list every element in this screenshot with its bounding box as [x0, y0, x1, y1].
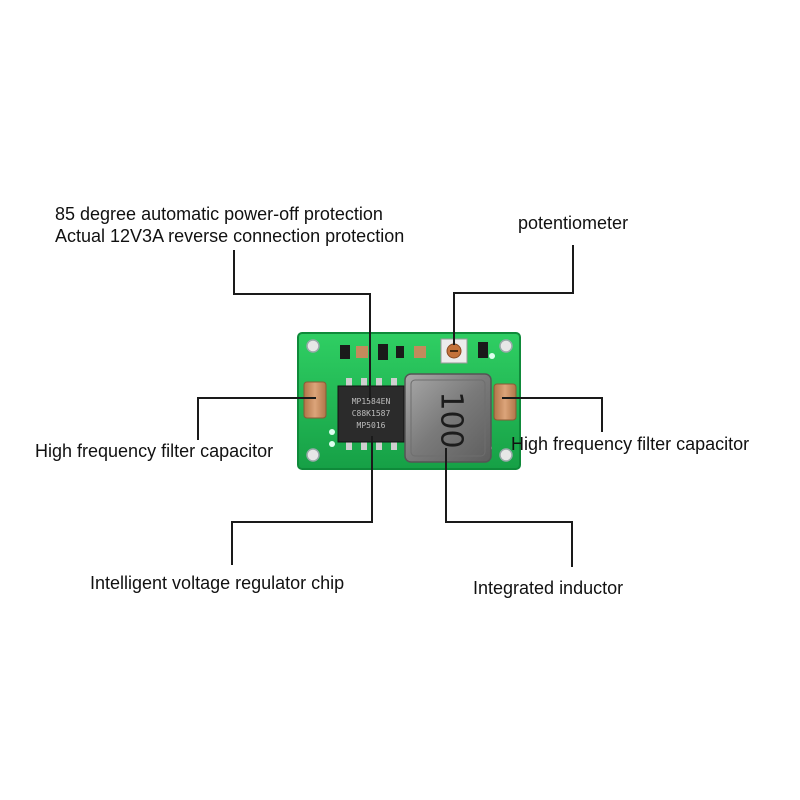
leader-chip [231, 436, 373, 565]
leader-inductor [445, 448, 573, 567]
capacitor-left-label: High frequency filter capacitor [35, 441, 274, 461]
leader-lines [197, 245, 603, 567]
corner-pad [306, 339, 320, 353]
smd-components [340, 342, 488, 360]
inductor-component: 100 [404, 373, 492, 463]
chip-marking-line2: C88K1587 [352, 409, 391, 418]
protection-label-line2: Actual 12V3A reverse connection protecti… [55, 226, 405, 246]
leader-protection [233, 250, 371, 400]
corner-pad [499, 448, 513, 462]
corner-pad [306, 448, 320, 462]
protection-label-line1: 85 degree automatic power-off protection [55, 204, 383, 224]
potentiometer-label: potentiometer [518, 213, 629, 233]
chip-component: MP1584EN C88K1587 MP5016 [337, 378, 405, 450]
capacitor-right-label: High frequency filter capacitor [511, 434, 750, 454]
capacitor-right-component [493, 383, 517, 421]
leader-potentiometer [453, 245, 574, 345]
leader-capacitor-left [197, 397, 316, 440]
chip-label: Intelligent voltage regulator chip [90, 573, 345, 593]
corner-pad [499, 339, 513, 353]
chip-marking-line1: MP1584EN [352, 397, 391, 406]
leader-capacitor-right [502, 397, 603, 432]
capacitor-left-component [303, 381, 327, 419]
chip-marking-line3: MP5016 [357, 421, 386, 430]
inductor-label: Integrated inductor [473, 578, 624, 598]
inductor-marking: 100 [434, 391, 469, 448]
